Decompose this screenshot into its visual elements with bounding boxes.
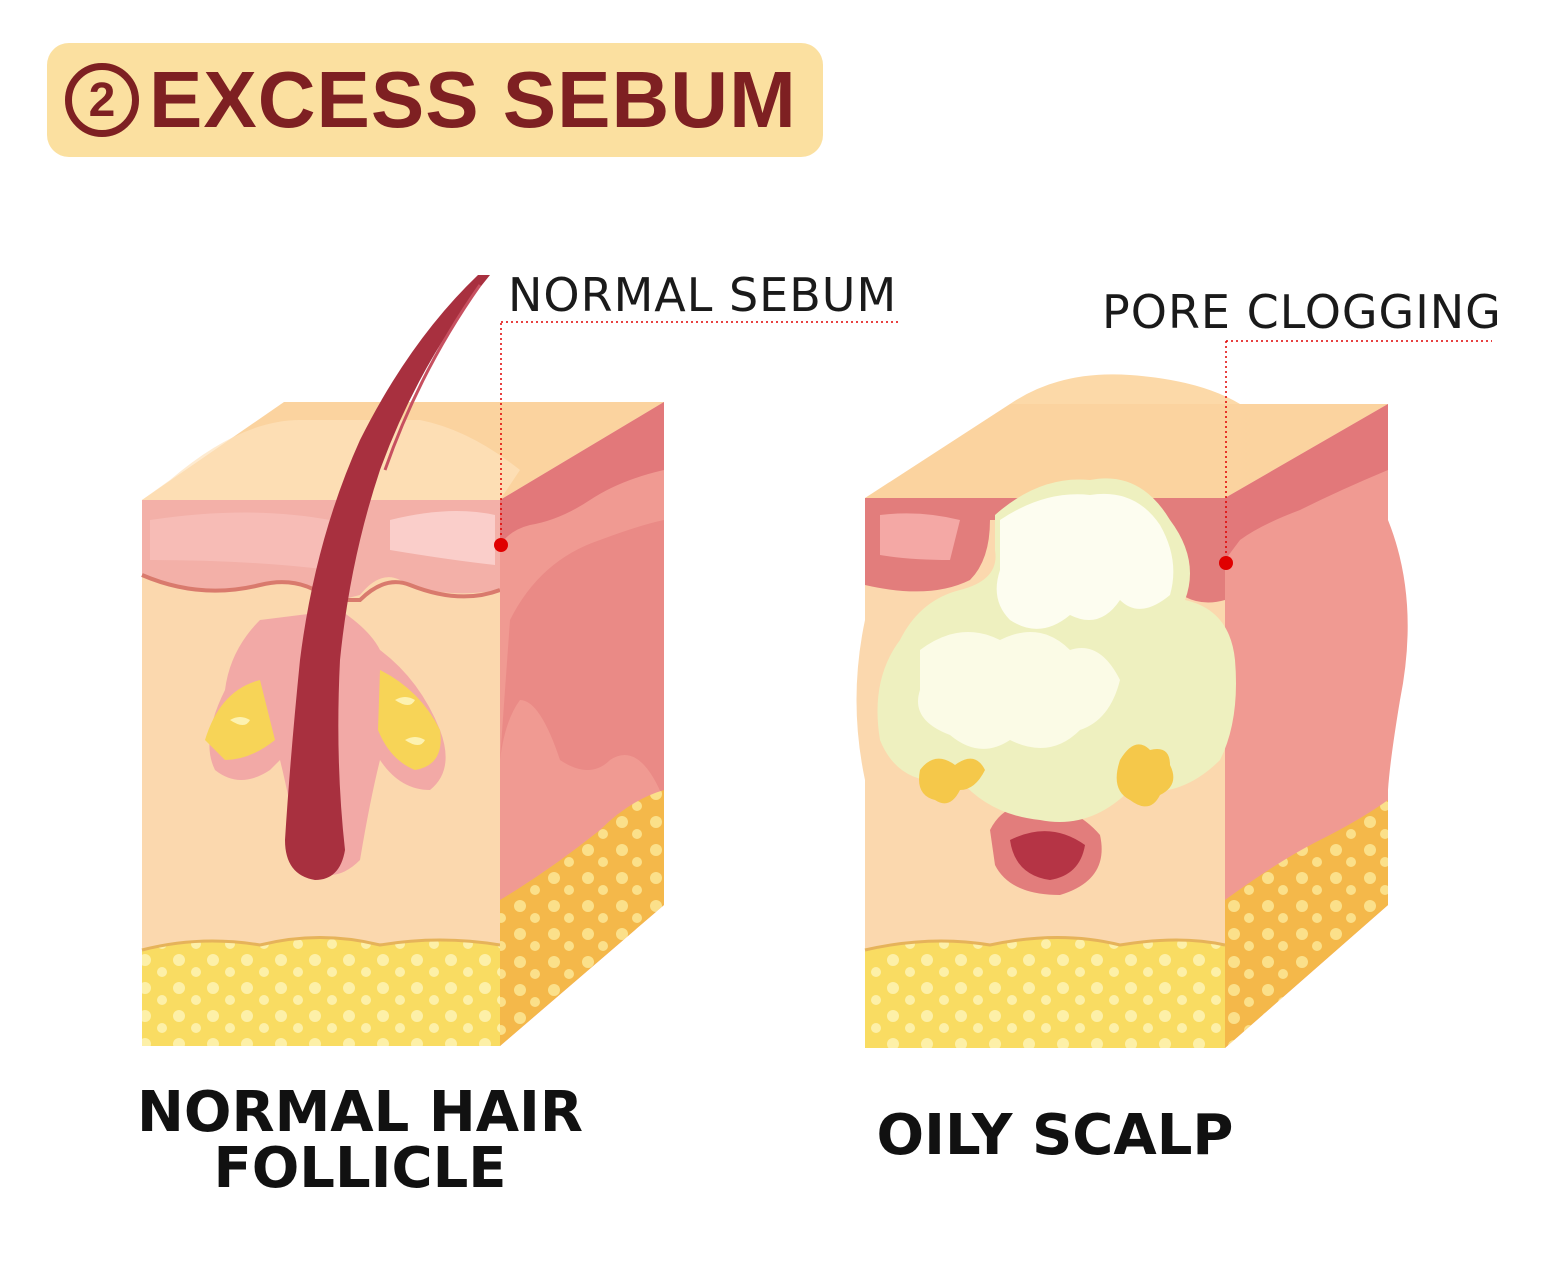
normal-follicle-caption-line2: FOLLICLE [213,1136,507,1201]
hair-shaft [285,275,490,880]
page-title: EXCESS SEBUM [149,55,797,144]
right-top-face [865,404,1388,498]
title-banner: 2 EXCESS SEBUM [47,43,823,157]
normal-follicle-block [141,275,898,1046]
normal-follicle-caption-line1: NORMAL HAIR [136,1080,583,1145]
oily-scalp-block [856,340,1492,1048]
pore-clogging-label: PORE CLOGGING [1102,285,1502,339]
normal-sebum-label: NORMAL SEBUM [508,268,898,322]
pore-clogging-marker [1219,556,1233,570]
normal-follicle-caption: NORMAL HAIR FOLLICLE [120,1085,600,1197]
oily-scalp-caption: OILY SCALP [876,1103,1234,1168]
step-number-badge: 2 [65,63,139,137]
normal-sebum-marker [494,538,508,552]
